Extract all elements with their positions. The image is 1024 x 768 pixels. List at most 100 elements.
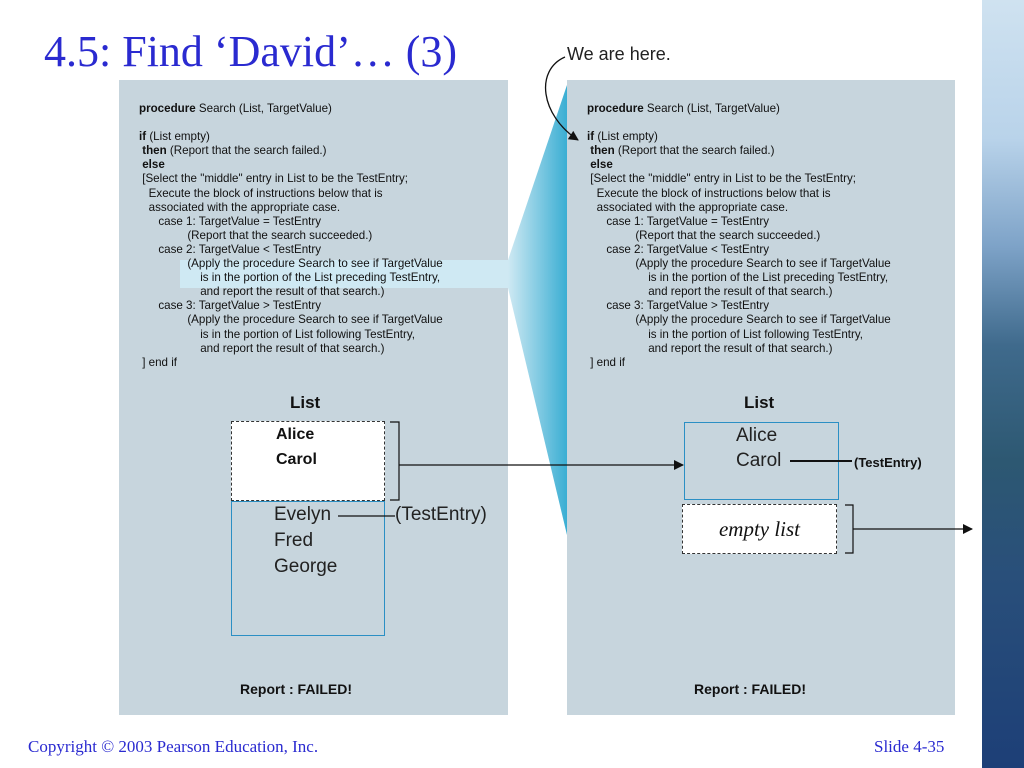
code-line: and report the result of that search.) — [139, 342, 443, 356]
code-line: (Apply the procedure Search to see if Ta… — [139, 313, 443, 327]
code-line: ] end if — [139, 356, 443, 370]
code-text: ] end if — [139, 355, 178, 369]
code-line: Execute the block of instructions below … — [139, 187, 443, 201]
code-line: is in the portion of List following Test… — [587, 328, 891, 342]
report-left: Report : FAILED! — [240, 681, 352, 697]
code-text: case 3: TargetValue > TestEntry — [139, 299, 322, 313]
test-entry-label-right: (TestEntry) — [854, 455, 922, 470]
code-keyword: if — [139, 130, 147, 144]
code-line: is in the portion of List following Test… — [139, 328, 443, 342]
code-line: associated with the appropriate case. — [139, 201, 443, 215]
code-line: if (List empty) — [587, 130, 891, 144]
code-line: [Select the "middle" entry in List to be… — [139, 172, 443, 186]
code-text: Search (List, TargetValue) — [195, 102, 332, 115]
code-text: (List empty) — [594, 130, 658, 144]
code-text: (Apply the procedure Search to see if Ta… — [139, 313, 443, 327]
code-text: (List empty) — [146, 130, 210, 144]
remaining-list-box — [231, 501, 385, 636]
code-text: Execute the block of instructions below … — [139, 186, 383, 200]
sublist-entry-carol: Carol — [276, 451, 317, 468]
list-label-right: List — [744, 393, 775, 412]
list-entry-evelyn: Evelyn — [274, 504, 332, 525]
report-right: Report : FAILED! — [694, 681, 806, 697]
code-line: case 2: TargetValue < TestEntry — [587, 243, 891, 257]
code-text: case 2: TargetValue < TestEntry — [587, 242, 770, 256]
zoom-funnel — [508, 85, 567, 535]
code-line: and report the result of that search.) — [587, 342, 891, 356]
code-text: and report the result of that search.) — [139, 341, 385, 355]
code-line: case 3: TargetValue > TestEntry — [139, 299, 443, 313]
left-procedure-panel: procedure Search (List, TargetValue) if … — [119, 80, 509, 715]
code-text: (Apply the procedure Search to see if Ta… — [139, 257, 443, 271]
we-are-here-annotation: We are here. — [567, 44, 671, 64]
code-line: (Apply the procedure Search to see if Ta… — [587, 257, 890, 271]
empty-list-box: empty list — [682, 504, 837, 554]
code-keyword: if — [587, 130, 595, 144]
code-text: Search (List, TargetValue) — [643, 102, 780, 115]
code-line: else — [139, 158, 443, 172]
code-text: and report the result of that search.) — [139, 285, 385, 299]
sublist-entry-alice: Alice — [276, 426, 315, 443]
code-text: and report the result of that search.) — [587, 341, 833, 355]
list-entry-fred: Fred — [274, 530, 314, 551]
code-text: case 1: TargetValue = TestEntry — [139, 214, 322, 228]
code-text: (Report that the search failed.) — [614, 144, 775, 158]
code-line: Execute the block of instructions below … — [587, 187, 891, 201]
code-line: associated with the appropriate case. — [587, 201, 891, 215]
code-text: is in the portion of the List preceding … — [587, 271, 889, 285]
code-line: case 3: TargetValue > TestEntry — [587, 299, 891, 313]
slide-title: 4.5: Find ‘David’… (3) — [44, 27, 458, 76]
test-entry-label-left: (TestEntry) — [395, 504, 487, 525]
code-line: (Report that the search succeeded.) — [139, 229, 443, 243]
code-text: (Report that the search failed.) — [166, 144, 327, 158]
sublist-bracket-left — [390, 421, 400, 501]
code-text: associated with the appropriate case. — [139, 200, 341, 214]
we-are-here-arrow — [544, 56, 579, 141]
code-line: if (List empty) — [139, 130, 443, 144]
code-line: then (Report that the search failed.) — [587, 144, 891, 158]
code-line: (Apply the procedure Search to see if Ta… — [587, 313, 891, 327]
code-text: (Report that the search succeeded.) — [587, 228, 821, 242]
code-text: [Select the "middle" entry in List to be… — [587, 172, 857, 186]
code-keyword: then — [139, 144, 167, 158]
list-entry-george: George — [274, 556, 338, 577]
code-line: (Apply the procedure Search to see if Ta… — [139, 257, 443, 271]
code-text: (Apply the procedure Search to see if Ta… — [587, 313, 891, 327]
code-keyword: else — [139, 158, 165, 172]
highlighted-case-2-block — [180, 260, 509, 288]
code-text: is in the portion of List following Test… — [587, 327, 864, 341]
code-keyword: then — [587, 144, 615, 158]
decorative-side-strip — [982, 0, 1024, 768]
code-line: else — [587, 158, 891, 172]
slide-number: Slide 4-35 — [874, 737, 945, 756]
code-keyword: procedure — [587, 102, 644, 115]
code-text: is in the portion of the List preceding … — [139, 271, 441, 285]
right-procedure-panel: procedure Search (List, TargetValue) if … — [567, 80, 955, 715]
code-line: then (Report that the search failed.) — [139, 144, 443, 158]
code-text: [Select the "middle" entry in List to be… — [139, 172, 409, 186]
code-line: procedure Search (List, TargetValue) — [139, 102, 443, 116]
code-text: case 1: TargetValue = TestEntry — [587, 214, 770, 228]
code-keyword: procedure — [139, 102, 196, 115]
code-line: procedure Search (List, TargetValue) — [587, 102, 891, 116]
code-line: case 1: TargetValue = TestEntry — [139, 215, 443, 229]
code-line: is in the portion of the List preceding … — [587, 271, 891, 285]
code-text: Execute the block of instructions below … — [587, 186, 831, 200]
list-entry-carol-right: Carol — [736, 450, 782, 471]
code-text: (Report that the search succeeded.) — [139, 228, 373, 242]
code-line: and report the result of that search.) — [139, 285, 443, 299]
code-text: case 2: TargetValue < TestEntry — [139, 242, 322, 256]
code-line: and report the result of that search.) — [587, 285, 891, 299]
empty-list-bracket — [845, 504, 854, 554]
code-line: case 2: TargetValue < TestEntry — [139, 243, 443, 257]
procedure-code-right: procedure Search (List, TargetValue) if … — [587, 102, 891, 370]
list-label-left: List — [290, 393, 321, 412]
code-line: [Select the "middle" entry in List to be… — [587, 172, 891, 186]
code-keyword: else — [587, 158, 613, 172]
procedure-code-left: procedure Search (List, TargetValue) if … — [139, 102, 443, 370]
code-line: is in the portion of the List preceding … — [139, 271, 443, 285]
code-line: (Report that the search succeeded.) — [587, 229, 891, 243]
copyright-footer: Copyright © 2003 Pearson Education, Inc. — [28, 737, 319, 756]
code-text: case 3: TargetValue > TestEntry — [587, 299, 770, 313]
